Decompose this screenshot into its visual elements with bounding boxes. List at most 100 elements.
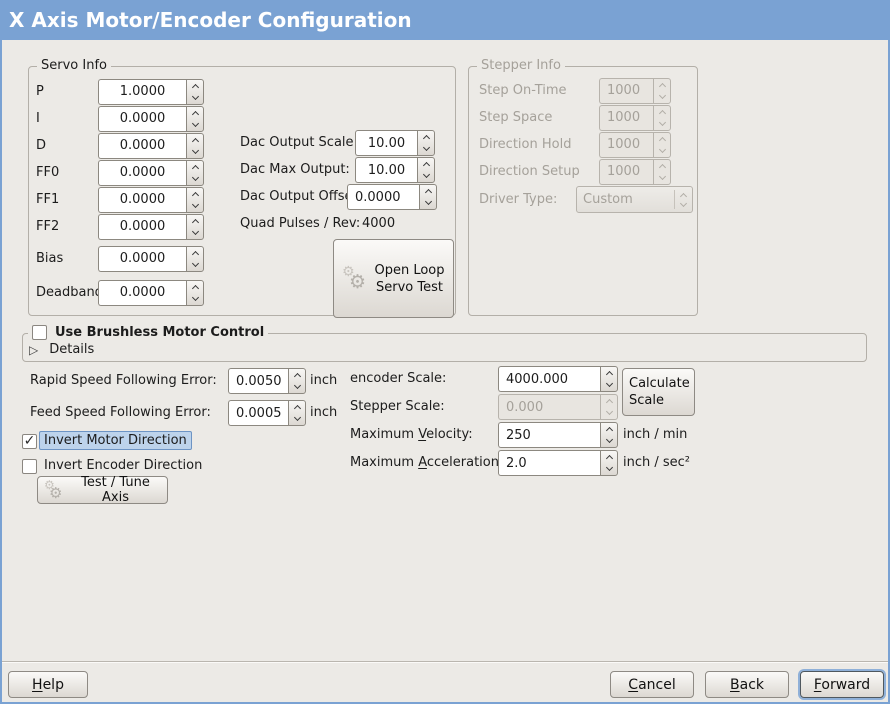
maximum-velocity-unit: inch / min [623,427,688,442]
spin-up-icon[interactable] [187,134,203,146]
gears-icon: ⚙ ⚙ [342,263,367,293]
stepper-param-value: 1000 [599,104,653,131]
expander-arrow-icon[interactable]: ▷ [29,342,39,357]
servo-param-label: Deadband [36,285,103,300]
spin-up-icon[interactable] [187,188,203,200]
open-loop-servo-test-button[interactable]: ⚙ ⚙ Open Loop Servo Test [333,239,454,318]
stepper-param-value: 1000 [599,158,653,185]
spin-up-icon [654,79,670,91]
dac-output-scale-value: 10.00 [355,130,417,156]
servo-param-spinbox[interactable]: 1.0000 [98,78,204,105]
spin-up-icon[interactable] [187,80,203,92]
details-expander[interactable]: ▷ Details [29,342,94,357]
page-title: X Axis Motor/Encoder Configuration [0,0,890,40]
back-button[interactable]: Back [705,671,789,698]
spin-up-icon[interactable] [418,131,434,143]
spin-down-icon[interactable] [187,119,203,131]
rapid-following-error-spinbox[interactable]: 0.0050 [228,368,306,394]
servo-param-spinbox[interactable]: 0.0000 [98,213,204,240]
servo-param-value: 0.0000 [98,132,186,159]
stepper-param-spinbox: 1000 [599,131,671,158]
spin-up-icon [601,395,617,407]
dac-max-output-label: Dac Max Output: [240,162,350,177]
invert-encoder-direction-checkbox[interactable] [22,459,37,474]
driver-type-value: Custom [583,192,633,207]
maximum-acceleration-label: Maximum Acceleration: [350,455,504,470]
servo-param-spinbox[interactable]: 0.0000 [98,186,204,213]
stepper-param-value: 1000 [599,77,653,104]
servo-param-spinbox[interactable]: 0.0000 [98,245,204,272]
servo-param-spinbox[interactable]: 0.0000 [98,159,204,186]
invert-encoder-direction-label[interactable]: Invert Encoder Direction [44,458,203,473]
dac-output-scale-spinbox[interactable]: 10.00 [355,130,435,156]
spin-up-icon[interactable] [289,401,305,413]
servo-param-spinbox[interactable]: 0.0000 [98,132,204,159]
invert-motor-direction-label[interactable]: Invert Motor Direction [39,431,192,450]
invert-motor-direction-checkbox[interactable]: ✓ [22,434,37,449]
encoder-scale-spinbox[interactable]: 4000.000 [498,366,618,392]
spin-up-icon[interactable] [420,185,436,197]
checkmark-icon: ✓ [23,432,36,449]
rapid-following-error-label: Rapid Speed Following Error: [30,373,217,388]
help-button[interactable]: Help [8,671,88,698]
forward-button[interactable]: Forward [800,671,884,698]
spin-up-icon[interactable] [601,423,617,435]
spin-up-icon[interactable] [187,161,203,173]
spin-down-icon[interactable] [187,259,203,271]
spin-down-icon[interactable] [601,435,617,447]
spin-down-icon[interactable] [418,143,434,155]
stepper-param-label: Direction Hold [479,137,572,152]
maximum-velocity-spinbox[interactable]: 250 [498,422,618,448]
servo-param-spinbox[interactable]: 0.0000 [98,279,204,306]
spin-up-icon[interactable] [187,215,203,227]
spin-down-icon[interactable] [420,197,436,209]
dac-output-offset-value: 0.0000 [347,184,419,210]
spin-down-icon[interactable] [187,173,203,185]
test-tune-axis-label: Test / Tune Axis [81,475,150,505]
stepper-scale-value: 0.000 [498,394,600,420]
stepper-scale-spinbox: 0.000 [498,394,618,420]
spin-down-icon[interactable] [601,379,617,391]
servo-param-value: 0.0000 [98,279,186,306]
spin-up-icon[interactable] [601,367,617,379]
spin-up-icon[interactable] [289,369,305,381]
spin-down-icon[interactable] [187,146,203,158]
servo-param-value: 0.0000 [98,213,186,240]
spin-up-icon[interactable] [187,107,203,119]
dac-output-offset-spinbox[interactable]: 0.0000 [347,184,437,210]
spin-down-icon[interactable] [187,200,203,212]
servo-param-label: FF0 [36,165,60,180]
dac-max-output-spinbox[interactable]: 10.00 [355,157,435,183]
use-brushless-checkbox[interactable] [32,325,47,340]
servo-info-legend: Servo Info [37,58,111,73]
details-label: Details [49,342,95,357]
spin-down-icon[interactable] [187,227,203,239]
spin-up-icon [654,160,670,172]
spin-down-icon[interactable] [187,92,203,104]
servo-param-spinbox[interactable]: 0.0000 [98,105,204,132]
test-tune-axis-button[interactable]: ⚙ ⚙ Test / Tune Axis [37,475,168,505]
spin-down-icon[interactable] [187,293,203,305]
spin-up-icon[interactable] [418,158,434,170]
spin-down-icon [654,172,670,184]
footer-separator [0,661,890,663]
calculate-scale-button[interactable]: Calculate Scale [622,368,695,416]
maximum-acceleration-spinbox[interactable]: 2.0 [498,450,618,476]
spin-down-icon[interactable] [601,463,617,475]
spin-down-icon[interactable] [289,413,305,425]
dac-max-output-value: 10.00 [355,157,417,183]
stepper-info-frame: Stepper Info Step On-Time 1000 Step Spac… [468,58,698,316]
driver-type-label: Driver Type: [479,192,558,207]
stepper-rows: Step On-Time 1000 Step Space 1000 Di [479,77,671,185]
rapid-following-error-unit: inch [310,373,338,388]
feed-following-error-spinbox[interactable]: 0.0005 [228,400,306,426]
cancel-button[interactable]: Cancel [610,671,694,698]
maximum-velocity-label: Maximum Velocity: [350,427,473,442]
spin-up-icon[interactable] [187,247,203,259]
spin-up-icon[interactable] [601,451,617,463]
driver-type-combobox: Custom [576,186,693,213]
servo-rows: P 1.0000 I 0.0000 [36,78,204,306]
spin-up-icon[interactable] [187,281,203,293]
spin-down-icon[interactable] [418,170,434,182]
spin-down-icon[interactable] [289,381,305,393]
